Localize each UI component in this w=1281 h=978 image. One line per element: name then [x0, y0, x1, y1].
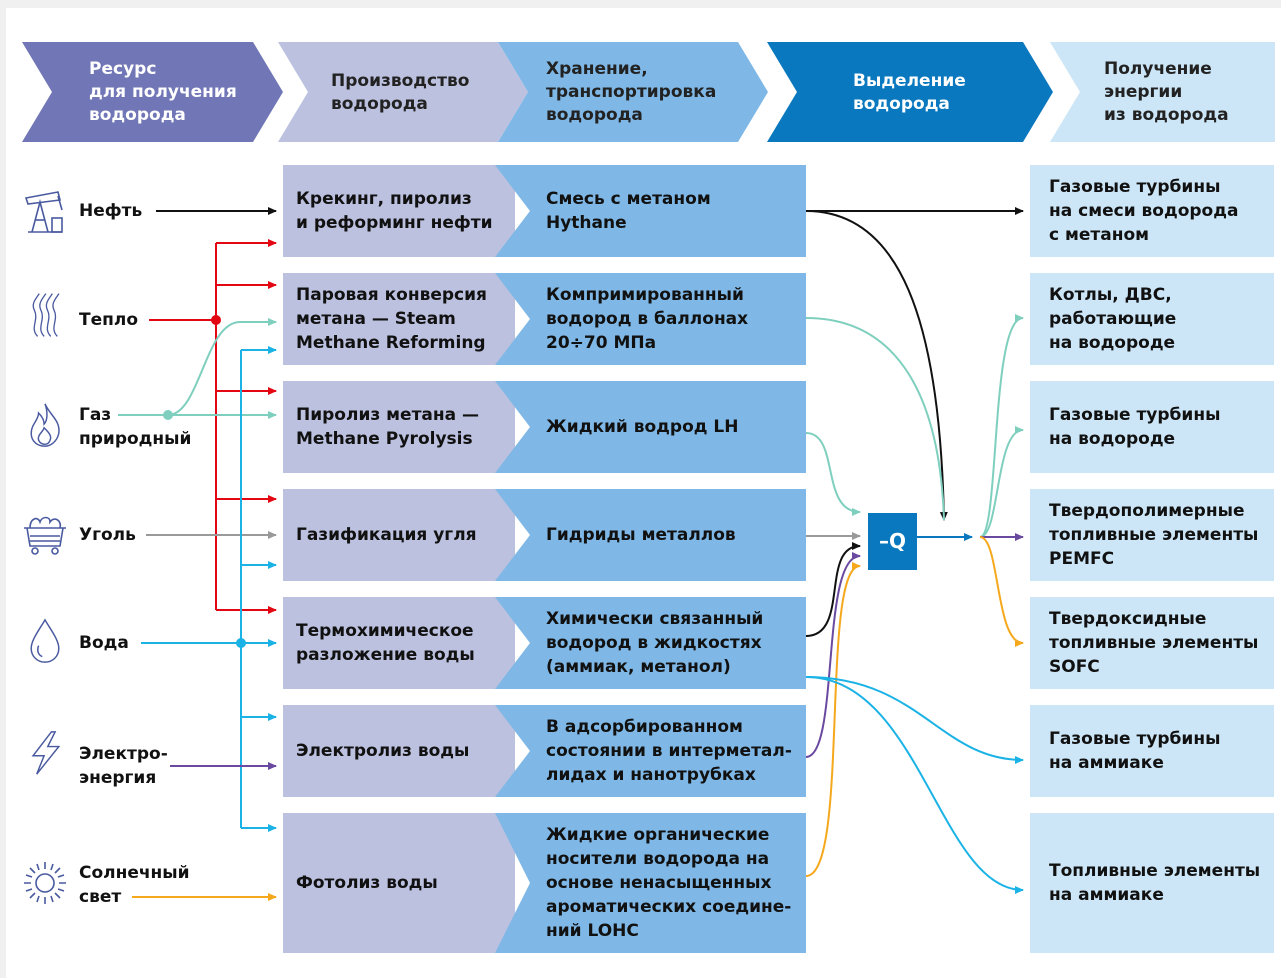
stage-energy-label: Получение энергии из водорода	[1104, 59, 1229, 125]
storage-box	[495, 813, 806, 953]
stage-storage-chevron	[498, 42, 768, 142]
production-label: Электролиз воды	[296, 741, 470, 761]
output-box	[1030, 489, 1274, 581]
output-label: Газовые турбины на водороде	[1049, 405, 1221, 449]
flow-chem	[805, 542, 861, 637]
production-box	[283, 273, 515, 365]
stage-production-chevron	[278, 42, 528, 142]
output-label: Котлы, ДВС, работающие на водороде	[1049, 285, 1177, 353]
production-box	[283, 813, 515, 953]
stage-extraction-chevron	[767, 42, 1053, 142]
stage-extraction-label: Выделение водорода	[853, 71, 966, 114]
production-box	[283, 381, 515, 473]
storage-box	[495, 597, 806, 689]
flow-adsorbed	[805, 552, 861, 758]
heat-junction-dot	[211, 315, 221, 325]
gas-junction-dot	[163, 410, 173, 420]
storage-label: Химически связанный водород в жидкостях …	[546, 609, 764, 677]
stage-production-label: Производство водорода	[331, 71, 470, 114]
production-box	[283, 489, 515, 581]
production-box	[283, 597, 515, 689]
flow-ammonia-1	[805, 676, 1024, 764]
storage-label: Гидриды металлов	[546, 525, 736, 545]
output-box	[1030, 273, 1274, 365]
production-box	[283, 165, 515, 257]
output-box	[1030, 597, 1274, 689]
storage-box	[495, 381, 806, 473]
resource-gas-label: Газ природный	[79, 405, 192, 449]
coal-cart-icon	[24, 516, 66, 555]
resource-electric-label: Электро- энергия	[79, 744, 168, 788]
output-label: Топливные элементы на аммиаке	[1049, 861, 1261, 905]
sun-icon	[24, 862, 66, 904]
output-box	[1030, 705, 1274, 797]
flow-liquid	[805, 432, 861, 516]
output-label: Газовые турбины на смеси водорода с мета…	[1049, 177, 1239, 245]
stage-resource-chevron	[22, 42, 283, 142]
flow-compressed	[805, 317, 945, 521]
water-drop-icon	[30, 618, 60, 663]
production-label: Крекинг, пиролиз и реформинг нефти	[296, 189, 493, 233]
storage-box	[495, 489, 806, 581]
production-box	[283, 705, 515, 797]
production-label: Фотолиз воды	[296, 873, 438, 893]
lightning-icon	[31, 731, 61, 775]
heat-waves-icon	[32, 293, 60, 337]
resource-coal-label: Уголь	[79, 525, 136, 545]
stage-resource-label: Ресурс для получения водорода	[89, 59, 237, 125]
storage-box	[495, 273, 806, 365]
flame-icon	[30, 403, 60, 447]
storage-label: Компримированный водород в баллонах 20÷7…	[546, 285, 749, 353]
storage-label: Жидкий водрод LH	[546, 417, 739, 437]
production-label: Термохимическое разложение воды	[296, 621, 475, 665]
production-label: Пиролиз метана — Methane Pyrolysis	[296, 405, 480, 449]
storage-label: Смесь с метаном Hythane	[546, 189, 711, 233]
output-box	[1030, 813, 1274, 953]
extraction-label: –Q	[878, 529, 906, 553]
storage-label: В адсорбированном состоянии в интерметал…	[546, 717, 792, 785]
extraction-box	[868, 513, 917, 570]
oil-pump-icon	[24, 191, 63, 233]
production-label: Паровая конверсия метана — Steam Methane…	[296, 285, 487, 353]
stage-storage-label: Хранение, транспортировка водорода	[546, 59, 717, 125]
flow-ammonia-2	[805, 676, 1024, 894]
resource-solar-label: Солнечный свет	[79, 863, 190, 907]
output-label: Газовые турбины на аммиаке	[1049, 729, 1221, 773]
production-label: Газификация угля	[296, 525, 477, 545]
stage-energy-chevron	[1050, 42, 1275, 142]
resource-heat-label: Тепло	[79, 310, 139, 330]
output-box	[1030, 165, 1274, 257]
resource-oil-label: Нефть	[79, 201, 143, 221]
output-label: Твердоксидные топливные элементы SOFC	[1049, 609, 1259, 677]
storage-box	[495, 165, 806, 257]
output-label: Твердополимерные топливные элементы PEMF…	[1049, 501, 1259, 569]
output-box	[1030, 381, 1274, 473]
resource-water-label: Вода	[79, 633, 129, 653]
flow-lohc	[805, 562, 861, 877]
storage-box	[495, 705, 806, 797]
water-junction-dot	[236, 638, 246, 648]
storage-label: Жидкие органические носители водорода на…	[546, 825, 792, 941]
